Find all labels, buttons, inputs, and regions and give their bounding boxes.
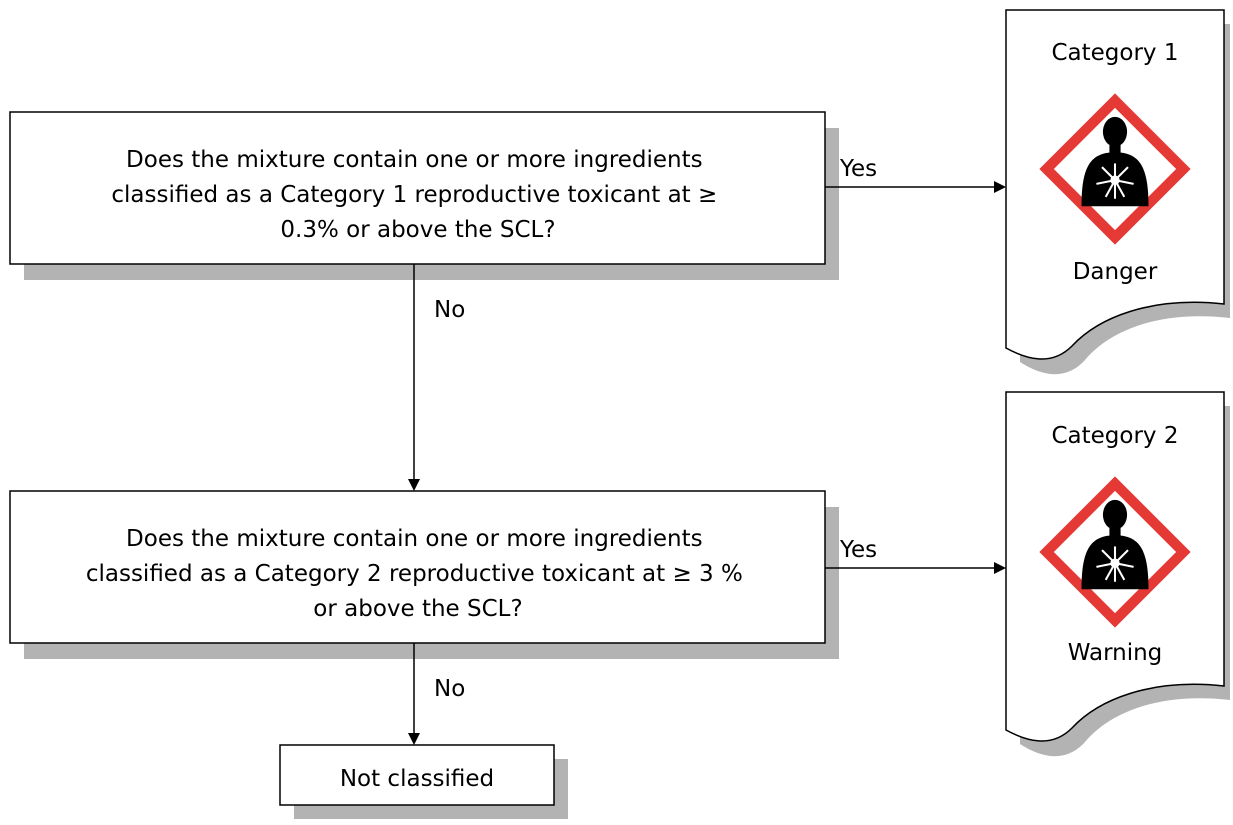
question-1-line-1: Does the mixture contain one or more ing… <box>126 147 703 173</box>
category-1-signal-word: Danger <box>1073 259 1158 285</box>
question-2-text: Does the mixture contain one or more ing… <box>86 526 750 622</box>
question-2-line-2: classified as a Category 2 reproductive … <box>86 561 743 587</box>
category-2-result: Category 2 Warning <box>1005 391 1230 757</box>
question-1-box: Does the mixture contain one or more ing… <box>9 111 839 280</box>
yes-label-1: Yes <box>839 156 877 182</box>
category-2-title: Category 2 <box>1051 423 1178 449</box>
question-2-line-1: Does the mixture contain one or more ing… <box>126 526 703 552</box>
question-2-box: Does the mixture contain one or more ing… <box>9 490 839 659</box>
not-classified-label: Not classified <box>340 766 494 792</box>
question-1-text: Does the mixture contain one or more ing… <box>111 147 724 243</box>
question-2-line-3: or above the SCL? <box>313 596 522 622</box>
no-label-1: No <box>434 297 465 323</box>
category-1-title: Category 1 <box>1051 40 1178 66</box>
not-classified-box: Not classified <box>279 744 568 819</box>
no-label-2: No <box>434 676 465 702</box>
question-1-line-2: classified as a Category 1 reproductive … <box>111 182 717 208</box>
yes-label-2: Yes <box>839 537 877 563</box>
category-2-signal-word: Warning <box>1068 640 1163 666</box>
category-1-result: Category 1 Danger <box>1005 9 1230 375</box>
question-1-line-3: 0.3% or above the SCL? <box>280 217 555 243</box>
